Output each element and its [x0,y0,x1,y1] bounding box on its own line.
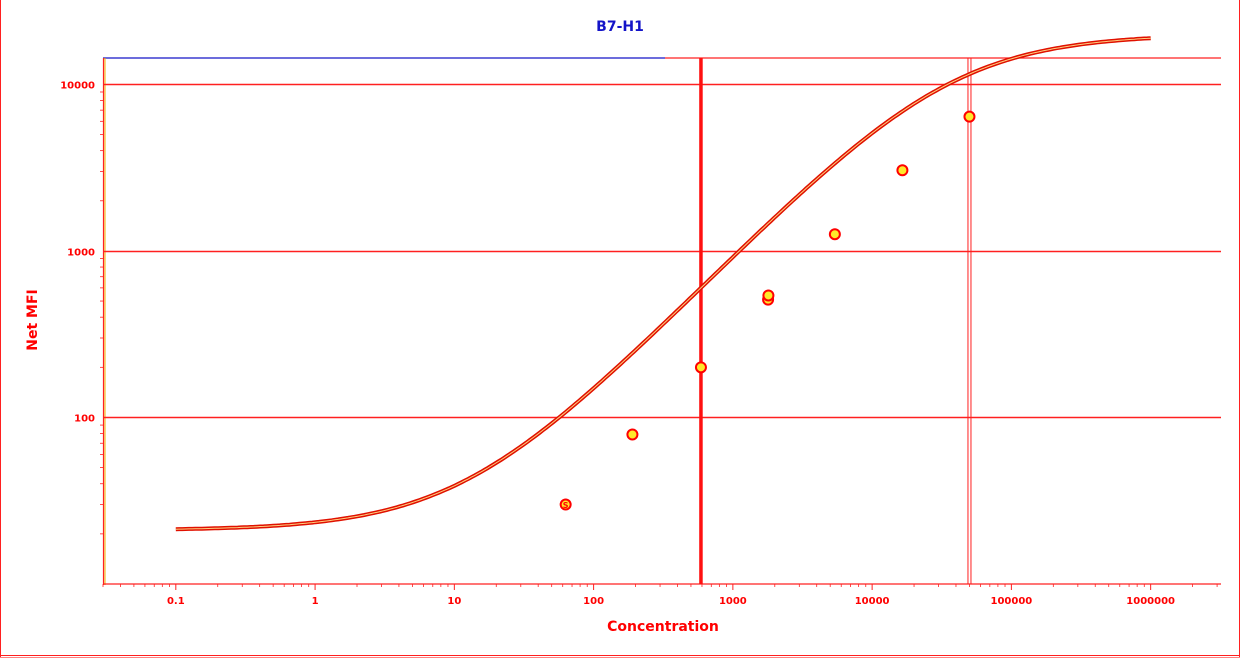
x-tick-label: 1000000 [1126,596,1175,607]
fitted-curve-outline [175,36,1151,532]
data-point [963,110,976,123]
data-point [559,498,572,511]
y-axis-label: Net MFI [25,289,41,350]
y-tick-label: 100 [74,414,95,425]
data-point [626,428,639,441]
x-tick-label: 10000 [855,596,890,607]
x-tick-label: 10 [447,596,461,607]
data-point [762,289,775,302]
fitted-curve-core [175,37,1151,530]
data-point-label: S [563,501,569,510]
x-tick-label: 0.1 [167,596,185,607]
data-point [828,228,841,241]
x-tick-label: 1 [312,596,319,607]
x-tick-label: 1000 [719,596,747,607]
x-tick-label: 100 [583,596,604,607]
y-tick-label: 10000 [60,81,95,92]
x-axis-label: Concentration [607,619,719,635]
x-tick-label: 100000 [991,596,1033,607]
y-tick-label: 1000 [67,248,95,259]
chart-title: B7-H1 [596,19,644,35]
data-point [694,361,707,374]
data-point [896,164,909,177]
